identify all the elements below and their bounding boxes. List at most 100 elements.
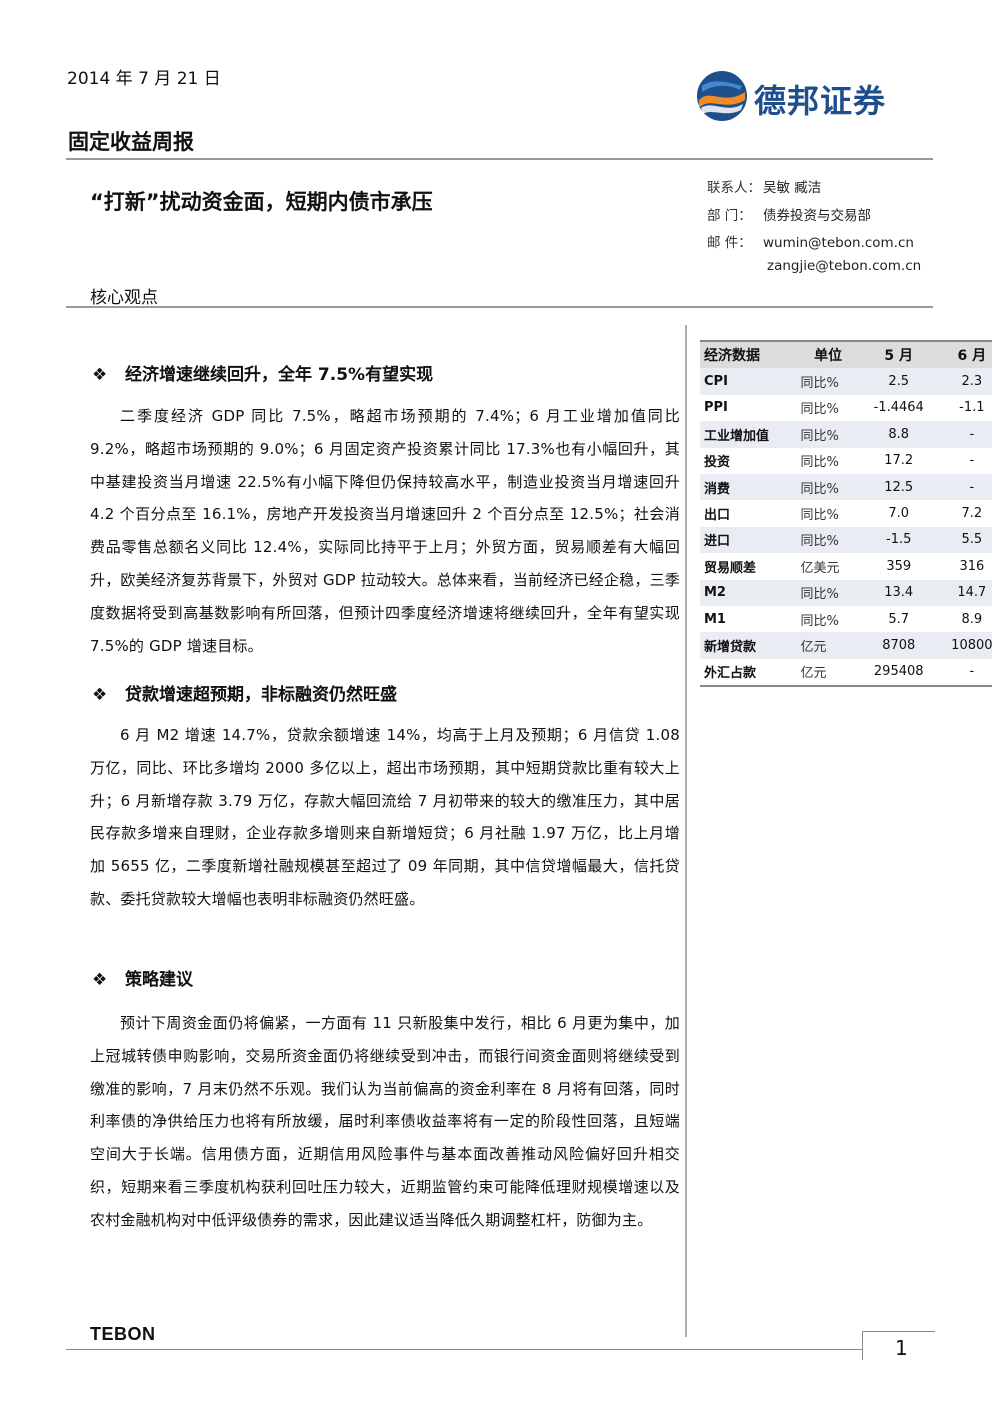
- table-row: M1 同比% 5.7 8.9: [700, 605, 992, 633]
- sidebar-divider: [685, 325, 687, 1337]
- brand-logo-icon: [697, 71, 747, 121]
- table-cell: 消费: [704, 481, 731, 497]
- section-heading: ❖ 策略建议: [92, 965, 193, 990]
- table-cell: 同比%: [800, 508, 839, 524]
- table-row: 出口 同比% 7.0 7.2: [700, 500, 992, 527]
- table-cell: 295408: [859, 658, 938, 688]
- table-cell: 同比%: [800, 481, 839, 497]
- table-cell: 8.8: [888, 426, 910, 442]
- table-cell: -: [937, 658, 992, 688]
- table-cell: 10800: [951, 637, 992, 653]
- contact-row: zangjie@tebon.com.cn: [767, 258, 921, 274]
- table-cell: PPI: [704, 400, 728, 416]
- contact-row: 部 门：债券投资与交易部: [707, 204, 871, 224]
- table-cell: 亿元: [796, 658, 860, 688]
- table-cell: 5.5: [961, 532, 983, 548]
- section-heading-text: 经济增速继续回升，全年 7.5%有望实现: [125, 365, 434, 385]
- contact-value: 吴敏 臧洁: [763, 180, 822, 196]
- section-heading: ❖ 贷款增速超预期，非标融资仍然旺盛: [92, 680, 397, 705]
- headline: “打新”扰动资金面，短期内债市承压: [90, 190, 433, 214]
- table-header-cell: 5 月: [859, 339, 938, 369]
- table-cell: 8708: [882, 637, 916, 653]
- table-cell: 出口: [704, 508, 731, 524]
- table-cell: 同比%: [800, 455, 839, 471]
- table-cell: CPI: [704, 374, 728, 390]
- page-number: 1: [895, 1336, 908, 1360]
- table-cell: 新增贷款: [704, 639, 757, 655]
- table-cell: 12.5: [884, 479, 914, 495]
- contact-label: 邮 件：: [707, 235, 752, 251]
- contact-email[interactable]: wumin@tebon.com.cn: [763, 235, 914, 251]
- table-row: 新增贷款 亿元 8708 10800: [700, 632, 992, 659]
- table-row: 工业增加值 同比% 8.8 -: [700, 421, 992, 448]
- contact-row: 联系人：吴敏 臧洁: [707, 176, 821, 196]
- table-cell: 同比%: [800, 376, 839, 392]
- brand-logo: 德邦证券: [696, 68, 936, 130]
- table-cell: 亿美元: [800, 560, 840, 576]
- section-heading-text: 贷款增速超预期，非标融资仍然旺盛: [125, 685, 397, 705]
- table-row: CPI 同比% 2.5 2.3: [700, 368, 992, 395]
- table-cell: -: [969, 479, 975, 495]
- section-body: 预计下周资金面仍将偏紧，一方面有 11 只新股集中发行，相比 6 月更为集中，加…: [90, 1014, 680, 1229]
- report-date: 2014 年 7 月 21 日: [67, 69, 221, 89]
- table-header-cell: 6 月: [937, 339, 992, 369]
- table-cell: -: [969, 426, 975, 442]
- table-cell: 同比%: [800, 534, 839, 550]
- table-cell: 同比%: [800, 428, 839, 444]
- table-cell: M1: [704, 611, 726, 627]
- table-header-row: 经济数据 单位 5 月 6 月: [700, 339, 992, 369]
- table-cell: 同比%: [800, 613, 839, 629]
- table-cell: M2: [704, 585, 726, 601]
- table-cell: 亿元: [800, 639, 827, 655]
- table-cell: 2.3: [961, 374, 983, 390]
- header-divider: [66, 158, 933, 160]
- diamond-bullet-icon: ❖: [92, 970, 108, 990]
- report-type: 固定收益周报: [68, 130, 194, 154]
- table-header-cell: 单位: [796, 339, 860, 369]
- section-body: 6 月 M2 增速 14.7%，贷款余额增速 14%，均高于上月及预期；6 月信…: [90, 726, 680, 908]
- core-view-divider: [66, 306, 933, 308]
- table-cell: -: [969, 453, 975, 469]
- section-heading: ❖ 经济增速继续回升，全年 7.5%有望实现: [92, 360, 433, 385]
- table-cell: 进口: [704, 534, 731, 550]
- footer-divider: [66, 1349, 862, 1350]
- table-cell: 贸易顺差: [704, 560, 757, 576]
- brand-name: 德邦证券: [754, 82, 887, 120]
- table-cell: 5.7: [888, 611, 910, 627]
- footer-brand: TEBON: [90, 1324, 156, 1344]
- table-cell: 同比%: [800, 587, 839, 603]
- table-cell: 13.4: [884, 585, 914, 601]
- table-cell: 7.0: [888, 506, 910, 522]
- contact-email[interactable]: zangjie@tebon.com.cn: [767, 258, 922, 274]
- table-row: 投资 同比% 17.2 -: [700, 447, 992, 474]
- table-cell: -1.1: [959, 400, 985, 416]
- table-row: 贸易顺差 亿美元 359 316: [700, 553, 992, 580]
- table-cell: 17.2: [884, 453, 914, 469]
- table-row: 消费 同比% 12.5 -: [700, 473, 992, 501]
- section-heading-text: 策略建议: [125, 970, 193, 990]
- table-cell: -1.5: [886, 532, 912, 548]
- diamond-bullet-icon: ❖: [92, 365, 108, 385]
- diamond-bullet-icon: ❖: [92, 685, 108, 705]
- core-view-label: 核心观点: [90, 288, 158, 308]
- table-cell: 14.7: [957, 585, 987, 601]
- page-number-box: [862, 1331, 935, 1360]
- table-cell: 359: [886, 558, 912, 574]
- contact-label: 部 门：: [707, 208, 752, 224]
- table-cell: 外汇占款: [700, 658, 797, 688]
- table-cell: 工业增加值: [704, 428, 770, 444]
- table-row: 进口 同比% -1.5 5.5: [700, 526, 992, 554]
- table-cell: 投资: [704, 455, 731, 471]
- table-row: M2 同比% 13.4 14.7: [700, 579, 992, 606]
- table-cell: 2.5: [888, 374, 910, 390]
- table-cell: 7.2: [961, 506, 983, 522]
- contact-row: 邮 件： wumin@tebon.com.cn: [707, 231, 914, 251]
- table-header-cell: 经济数据: [700, 339, 797, 369]
- section-body: 二季度经济 GDP 同比 7.5%，略超市场预期的 7.4%；6 月工业增加值同…: [90, 407, 680, 655]
- table-cell: 316: [959, 558, 985, 574]
- table-cell: 8.9: [961, 611, 983, 627]
